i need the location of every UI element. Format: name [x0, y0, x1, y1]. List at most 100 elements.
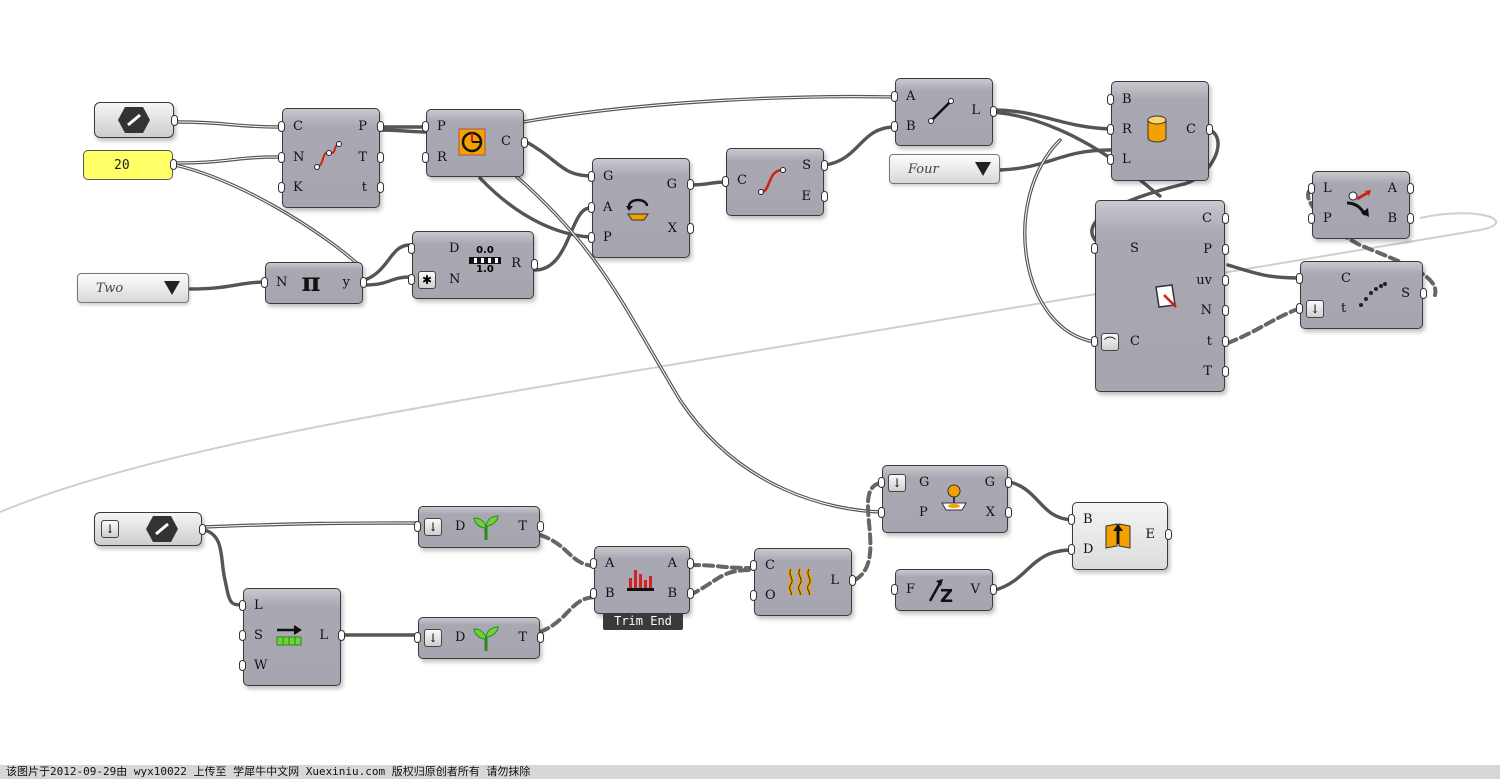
port-r[interactable]: R: [511, 256, 521, 271]
port-grip[interactable]: [1107, 94, 1114, 105]
graft-down-icon[interactable]: ↓: [424, 629, 442, 647]
port-b[interactable]: B: [1122, 92, 1132, 107]
port-c[interactable]: C: [1341, 271, 1351, 286]
port-e[interactable]: E: [1145, 527, 1156, 542]
port-grip[interactable]: [278, 152, 285, 163]
port-grip[interactable]: [891, 121, 898, 132]
port-a-out[interactable]: A: [667, 556, 677, 571]
port-grip[interactable]: [687, 223, 694, 234]
port-grip[interactable]: [1165, 529, 1172, 540]
port-d[interactable]: D: [1083, 542, 1094, 557]
asterisk-icon[interactable]: ✱: [418, 271, 436, 289]
port-p[interactable]: P: [437, 119, 446, 134]
port-grip[interactable]: [1407, 183, 1414, 194]
curve-param[interactable]: [94, 102, 178, 138]
extend-component-top[interactable]: ↓ D T: [414, 506, 544, 548]
port-grip[interactable]: [422, 152, 429, 163]
circle-component[interactable]: P R C: [422, 109, 528, 177]
port-grip[interactable]: [1107, 124, 1114, 135]
port-grip[interactable]: [261, 277, 268, 288]
port-grip[interactable]: [590, 558, 597, 569]
interpolate-component[interactable]: C N K P T t: [278, 108, 384, 208]
port-grip[interactable]: [1222, 305, 1229, 316]
port-grip[interactable]: [750, 590, 757, 601]
port-grip[interactable]: [199, 524, 206, 535]
port-grip[interactable]: [414, 521, 421, 532]
port-t[interactable]: T: [518, 519, 527, 534]
port-t[interactable]: t: [1206, 334, 1212, 349]
port-grip[interactable]: [408, 274, 415, 285]
port-grip[interactable]: [990, 106, 997, 117]
port-grip[interactable]: [537, 632, 544, 643]
graft-down-icon[interactable]: ↓: [888, 474, 906, 492]
reflect-component[interactable]: L P A B: [1308, 171, 1414, 239]
port-grip[interactable]: [1068, 514, 1075, 525]
port-p[interactable]: P: [1203, 242, 1212, 257]
port-a[interactable]: A: [605, 556, 615, 571]
port-t[interactable]: T: [358, 150, 367, 165]
port-grip[interactable]: [278, 121, 285, 132]
port-t-upper[interactable]: T: [1203, 364, 1212, 379]
port-grip[interactable]: [878, 477, 885, 488]
port-l[interactable]: L: [830, 573, 839, 588]
port-grip[interactable]: [239, 600, 246, 611]
port-grip[interactable]: [1222, 213, 1229, 224]
evaluate-component[interactable]: F V Z: [891, 569, 997, 611]
line-component[interactable]: A B L: [891, 78, 997, 146]
port-c[interactable]: C: [737, 173, 747, 188]
port-grip[interactable]: [1206, 124, 1213, 135]
port-grip[interactable]: [1091, 243, 1098, 254]
port-grip[interactable]: [1222, 336, 1229, 347]
series-component[interactable]: L S W L: [239, 588, 345, 686]
curve-param-grafted[interactable]: ↓: [94, 512, 206, 546]
weave-component[interactable]: C O L: [750, 548, 856, 616]
port-grip[interactable]: [422, 121, 429, 132]
port-grip[interactable]: [1222, 244, 1229, 255]
port-r[interactable]: R: [1122, 122, 1132, 137]
port-n[interactable]: N: [1200, 303, 1212, 318]
port-grip[interactable]: [360, 277, 367, 288]
port-grip[interactable]: [821, 191, 828, 202]
reparameterize-icon[interactable]: ⌒: [1101, 333, 1119, 351]
port-s[interactable]: S: [254, 628, 263, 643]
trim-tree-component[interactable]: A B A B: [590, 546, 694, 614]
port-n[interactable]: N: [293, 150, 305, 165]
port-b[interactable]: B: [1083, 512, 1093, 527]
curve-points-component[interactable]: C t ↓ S: [1296, 261, 1427, 329]
port-l[interactable]: L: [1122, 152, 1131, 167]
port-w[interactable]: W: [254, 658, 268, 673]
dropdown-arrow-icon[interactable]: [975, 162, 991, 176]
port-grip[interactable]: [722, 176, 729, 187]
port-l[interactable]: L: [254, 598, 263, 613]
port-c[interactable]: C: [501, 134, 511, 149]
port-grip[interactable]: [1222, 275, 1229, 286]
port-o[interactable]: O: [765, 588, 776, 603]
port-grip[interactable]: [1005, 507, 1012, 518]
project-component[interactable]: ↓ G P G X: [878, 465, 1012, 533]
port-p[interactable]: P: [1323, 211, 1332, 226]
number-slider[interactable]: 20: [83, 150, 177, 180]
port-grip[interactable]: [171, 115, 178, 126]
port-f[interactable]: F: [906, 582, 916, 597]
port-l[interactable]: L: [971, 103, 980, 118]
port-l-out[interactable]: L: [319, 628, 328, 643]
port-c[interactable]: C: [1186, 122, 1196, 137]
port-c[interactable]: C: [765, 558, 775, 573]
port-grip[interactable]: [1407, 213, 1414, 224]
pi-component[interactable]: N y π: [261, 262, 367, 304]
port-grip[interactable]: [239, 630, 246, 641]
port-grip[interactable]: [377, 182, 384, 193]
port-a[interactable]: A: [906, 89, 916, 104]
port-s[interactable]: S: [1130, 241, 1139, 256]
port-grip[interactable]: [1296, 273, 1303, 284]
port-grip[interactable]: [1107, 154, 1114, 165]
port-t[interactable]: T: [518, 630, 527, 645]
port-grip[interactable]: [521, 137, 528, 148]
port-grip[interactable]: [170, 159, 177, 170]
port-n[interactable]: N: [276, 275, 288, 290]
port-grip[interactable]: [891, 91, 898, 102]
port-b-out[interactable]: B: [667, 586, 677, 601]
port-b[interactable]: B: [1387, 211, 1397, 226]
graft-down-icon[interactable]: ↓: [424, 518, 442, 536]
port-p[interactable]: P: [603, 230, 612, 245]
